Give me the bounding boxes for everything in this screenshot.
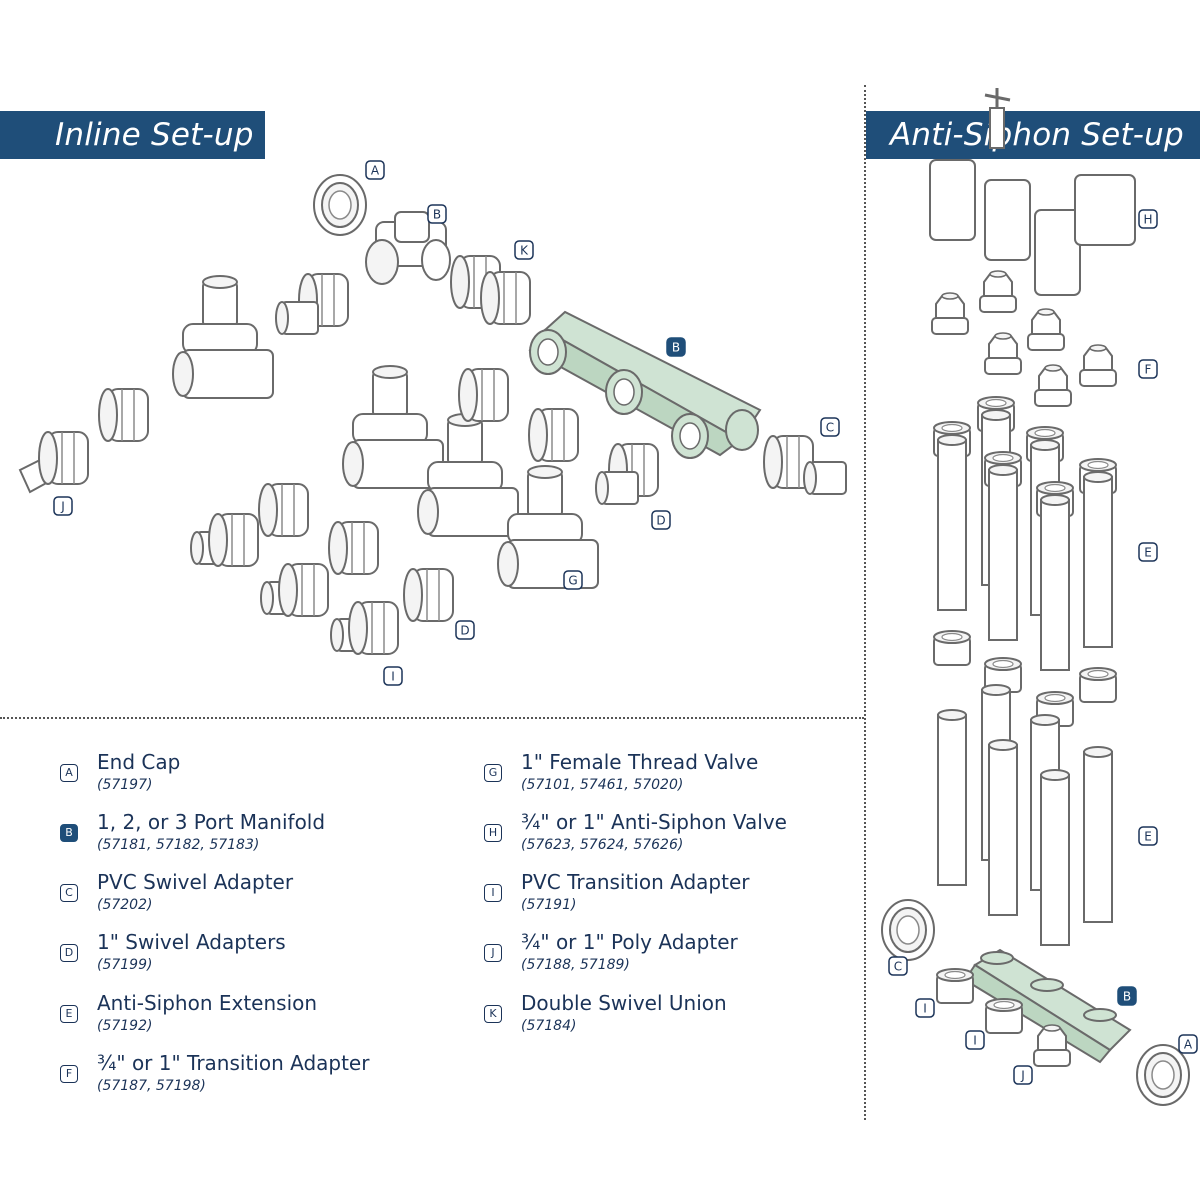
callout-d: D [651,510,671,530]
legend-part-name: Anti-Siphon Extension [97,991,318,1015]
legend-badge: C [60,884,78,902]
legend-part-name: 1" Swivel Adapters [97,930,286,954]
legend-part-name: 1" Female Thread Valve [521,750,759,774]
callout-g: G [563,570,583,590]
legend-badge: H [484,824,502,842]
svg-text:I: I [973,1034,977,1048]
callout-c: C [888,956,908,976]
svg-text:H: H [1143,213,1152,227]
legend-part-codes: (57187, 57198) [97,1078,206,1094]
legend-badge: E [60,1005,78,1023]
poly-adapter-part [18,431,89,494]
svg-text:A: A [1184,1038,1193,1052]
callout-b: B [1117,986,1137,1006]
callout-e: E [1138,542,1158,562]
svg-text:C: C [894,960,902,974]
svg-text:E: E [1144,546,1152,560]
callout-f: F [1138,359,1158,379]
callout-b: B [427,204,447,224]
svg-text:I: I [923,1002,927,1016]
svg-text:C: C [826,421,834,435]
legend-part-codes: (57202) [97,897,153,913]
svg-text:K: K [520,244,529,258]
section-divider-vertical [864,85,866,1120]
svg-text:B: B [433,208,441,222]
svg-text:E: E [1144,830,1152,844]
svg-text:B: B [672,341,680,355]
callout-k: K [514,240,534,260]
svg-text:B: B [1123,990,1131,1004]
svg-text:J: J [60,500,65,514]
legend-badge: D [60,944,78,962]
legend-part-codes: (57192) [97,1018,153,1034]
callout-e: E [1138,826,1158,846]
callout-i: I [915,998,935,1018]
manifold-part [528,310,762,459]
legend-badge: A [60,764,78,782]
legend-part-name: PVC Transition Adapter [521,870,750,894]
legend-part-codes: (57188, 57189) [521,957,630,973]
callout-j: J [1013,1065,1033,1085]
svg-text:J: J [1020,1069,1025,1083]
svg-text:A: A [371,164,380,178]
callout-c: C [820,417,840,437]
legend-badge: K [484,1005,502,1023]
svg-text:D: D [656,514,665,528]
tee-fitting-part [365,211,451,285]
callout-a: A [1178,1034,1198,1054]
callout-h: H [1138,209,1158,229]
anti-siphon-valve-cluster [929,88,1136,296]
legend-part-name: End Cap [97,750,181,774]
legend-badge: F [60,1065,78,1083]
legend-badge: I [484,884,502,902]
legend-part-name: 1, 2, or 3 Port Manifold [97,810,326,834]
callout-a: A [365,160,385,180]
legend-badge: G [484,764,502,782]
callout-d: D [455,620,475,640]
legend-part-codes: (57191) [521,897,577,913]
callout-j: J [53,496,73,516]
legend-part-name: PVC Swivel Adapter [97,870,294,894]
svg-text:D: D [460,624,469,638]
legend-part-name: ¾" or 1" Anti-Siphon Valve [521,810,787,834]
callout-i: I [965,1030,985,1050]
legend-part-codes: (57101, 57461, 57020) [521,777,684,793]
legend-badge: B [60,824,78,842]
inline-setup-title: Inline Set-up [0,111,265,159]
legend-part-name: Double Swivel Union [521,991,727,1015]
callout-i: I [383,666,403,686]
legend-part-name: ¾" or 1" Transition Adapter [97,1051,370,1075]
legend-part-codes: (57199) [97,957,153,973]
svg-text:G: G [568,574,577,588]
section-divider-horizontal [0,717,864,719]
legend-badge: J [484,944,502,962]
legend-part-codes: (57197) [97,777,153,793]
legend-part-name: ¾" or 1" Poly Adapter [521,930,738,954]
legend-part-codes: (57181, 57182, 57183) [97,837,260,853]
callout-b: B [666,337,686,357]
legend-part-codes: (57623, 57624, 57626) [521,837,684,853]
svg-text:I: I [391,670,395,684]
legend-part-codes: (57184) [521,1018,577,1034]
anti-siphon-setup-title: Anti-Siphon Set-up [866,111,1200,159]
svg-text:F: F [1145,363,1152,377]
